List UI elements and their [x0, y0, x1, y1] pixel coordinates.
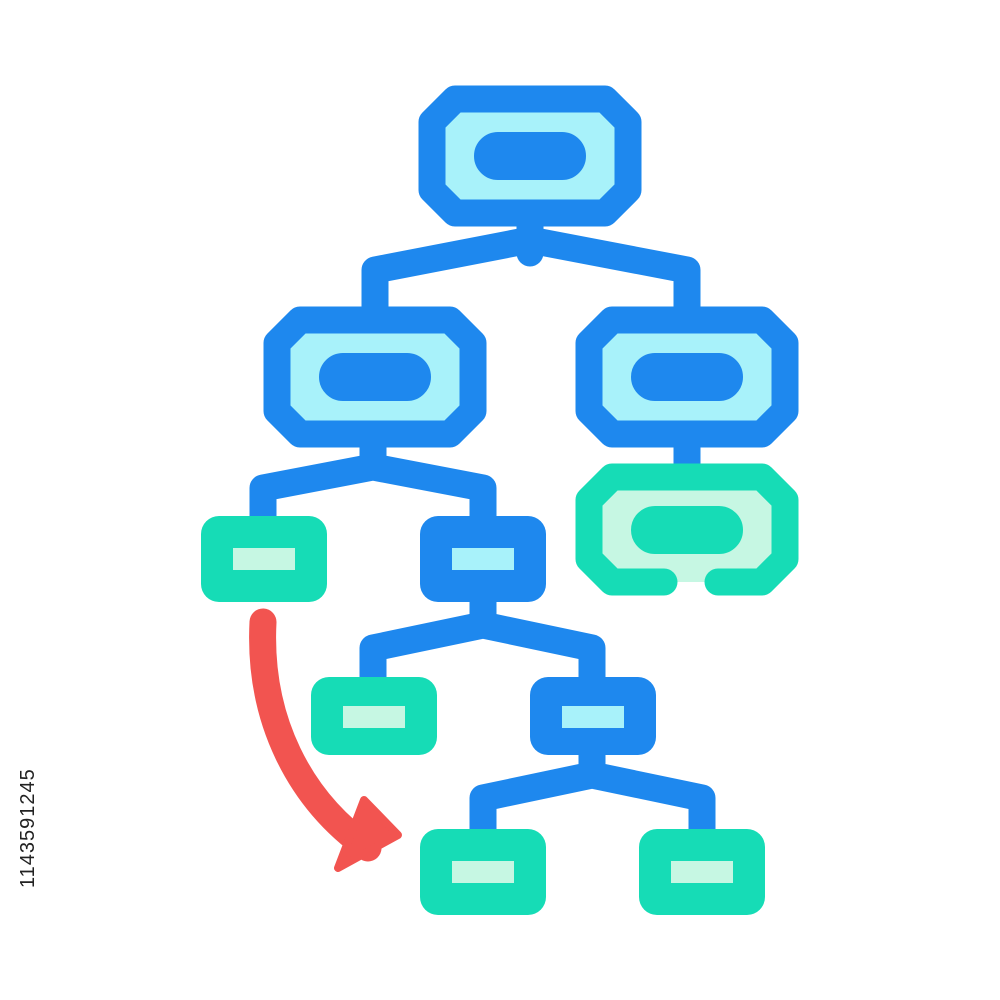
- moved-node: [575, 463, 799, 596]
- connector-root-to-children: [361, 201, 701, 336]
- node-inner-bar: [631, 353, 743, 401]
- leaf-node-middle-left: [311, 677, 437, 755]
- leaf-node-bottom-right: [639, 829, 765, 915]
- stock-id-watermark: 1143591245: [17, 768, 39, 888]
- mid-node: [420, 516, 546, 602]
- arrow-head: [334, 796, 402, 872]
- left-child-node: [263, 306, 487, 448]
- lower-node: [530, 677, 656, 755]
- leaf-inner-bar: [233, 548, 295, 570]
- leaf-node-top-left: [201, 516, 327, 602]
- node-inner-bar: [319, 353, 431, 401]
- node-inner-bar: [562, 706, 624, 728]
- connector-left-to-leaves: [249, 426, 497, 539]
- connector-mid-to-leaves: [359, 584, 606, 699]
- leaf-node-bottom-left: [420, 829, 546, 915]
- leaf-inner-bar: [343, 706, 405, 728]
- node-inner-bar: [474, 132, 586, 180]
- node-inner-bar: [631, 506, 743, 554]
- leaf-inner-bar: [671, 861, 733, 883]
- node-inner-bar: [452, 548, 514, 570]
- right-child-node: [575, 306, 799, 448]
- leaf-inner-bar: [452, 861, 514, 883]
- curved-arrow-icon: [249, 608, 402, 872]
- root-node: [418, 85, 642, 227]
- arrow-shaft: [249, 608, 382, 862]
- connector-lower-to-leaves: [469, 731, 716, 846]
